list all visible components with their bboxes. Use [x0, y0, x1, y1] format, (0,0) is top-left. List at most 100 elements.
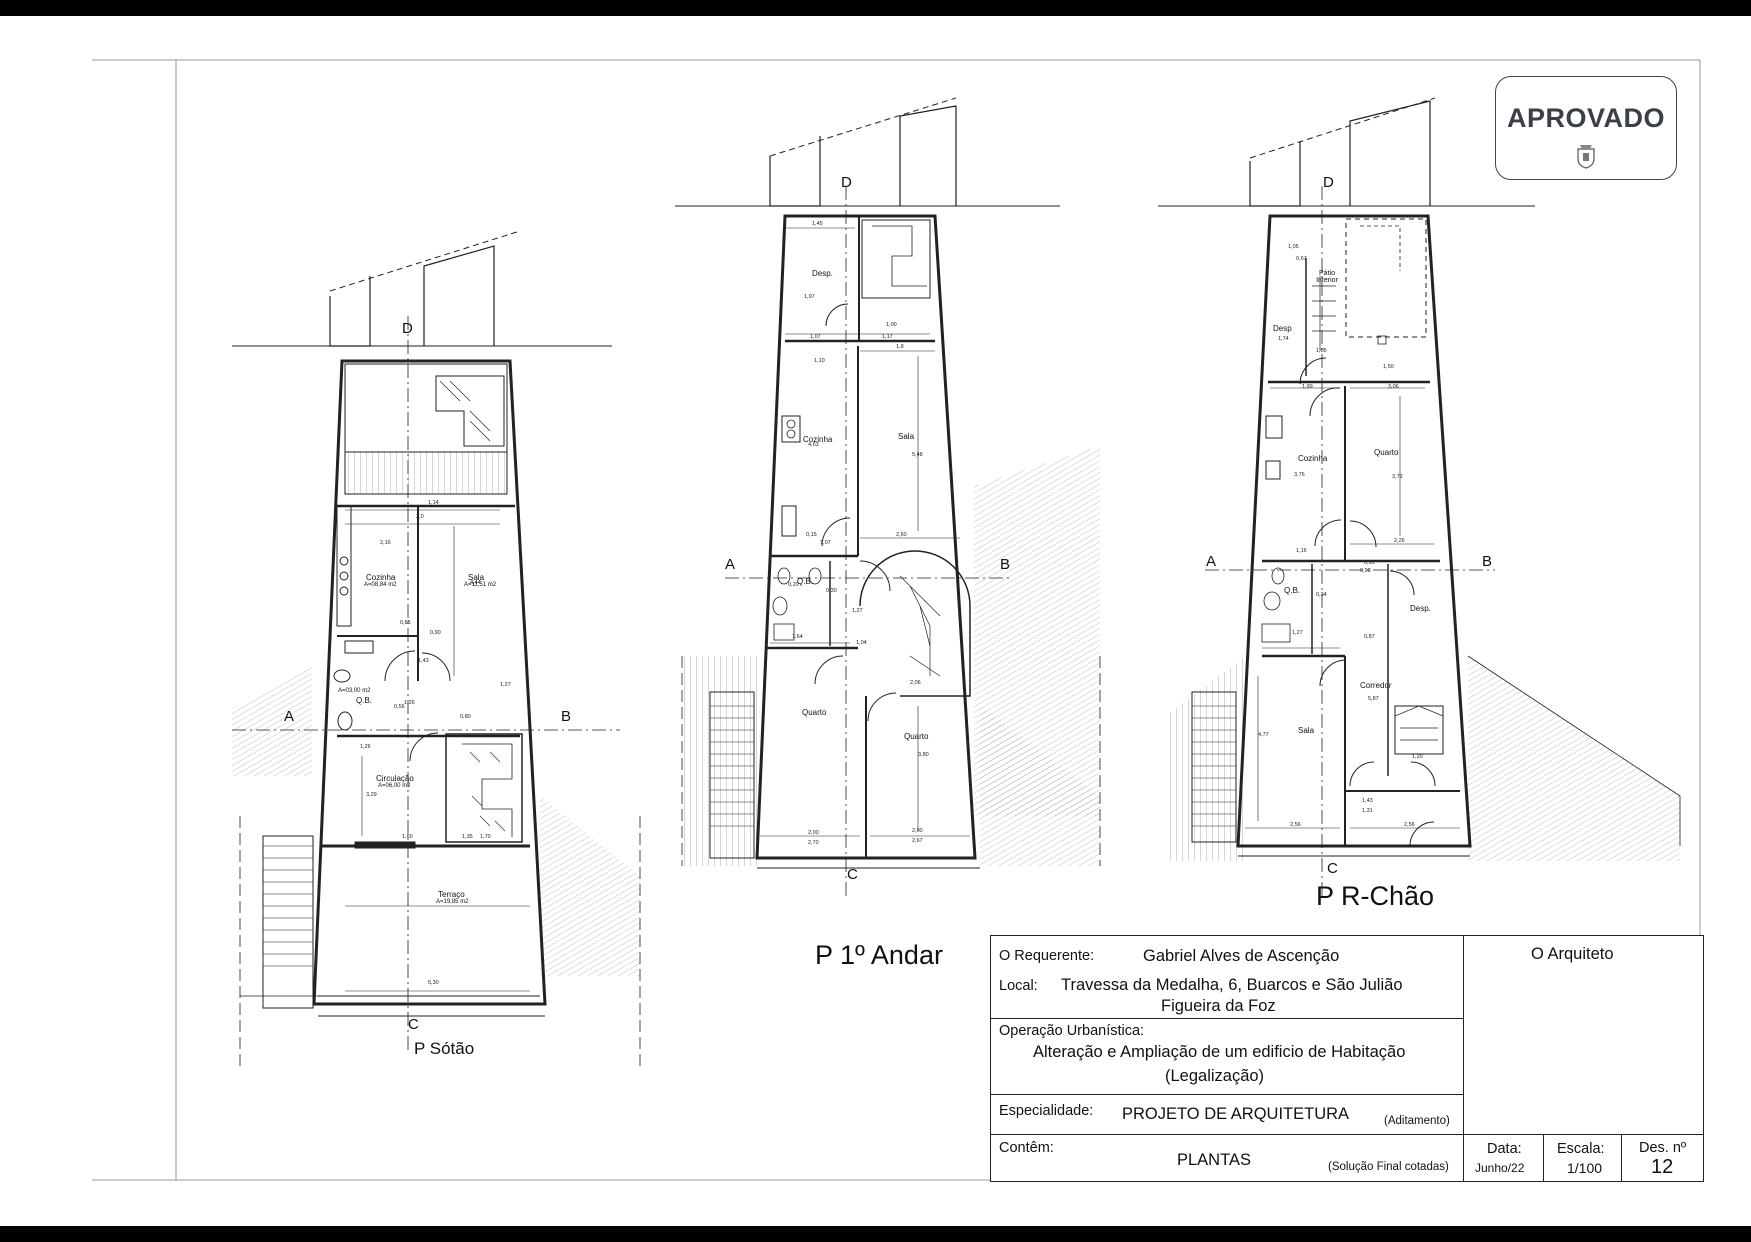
escala-label: Escala:: [1557, 1141, 1605, 1157]
room-label: Quarto: [904, 732, 929, 741]
section-mark-a: A: [725, 556, 736, 573]
dimension-label: 3,76: [1294, 472, 1305, 478]
room-label: Desp: [1273, 324, 1292, 333]
dimension-label: 2,56: [1290, 822, 1301, 828]
operacao-label: Operação Urbanística:: [999, 1023, 1145, 1039]
des-label: Des. nº: [1639, 1140, 1687, 1156]
dimension-label: 3,06: [1388, 384, 1399, 390]
dimension-label: 1,45: [812, 221, 823, 227]
dimension-label: 1,97: [804, 294, 815, 300]
operacao-value-line2: (Legalização): [1165, 1067, 1265, 1085]
room-label: Q.B.: [1284, 586, 1301, 595]
plan-1-andar: [675, 97, 1101, 896]
room-label: Quarto: [802, 708, 827, 717]
plan-r-chao: [1158, 97, 1681, 896]
dimension-label: 1,05: [1316, 348, 1327, 354]
dimension-label: 0,15: [806, 532, 817, 538]
dimension-label: 1,07: [810, 334, 821, 340]
room-label: Sala: [898, 432, 915, 441]
dimension-label: 1,16: [1296, 548, 1307, 554]
plan-title: P Sótão: [414, 1039, 475, 1058]
dimension-label: 1,26: [404, 700, 415, 706]
floor-plans-drawing: 1,143,02,164,440,850,901,431,260,561,270…: [92, 59, 1701, 1181]
dimension-label: 2,06: [910, 680, 921, 686]
dimension-label: 1,26: [360, 744, 371, 750]
section-mark-a: A: [1206, 553, 1217, 570]
local-value-line2: Figueira da Foz: [1161, 997, 1276, 1015]
dimension-label: 0,56: [394, 704, 405, 710]
room-label: Sala: [468, 573, 485, 582]
dimension-label: 1,10: [814, 358, 825, 364]
dimension-label: 4,77: [1258, 732, 1269, 738]
dimension-label: 2,60: [896, 532, 907, 538]
dimension-label: 2,26: [1394, 538, 1405, 544]
arquiteto-label: O Arquiteto: [1531, 945, 1614, 963]
dimension-label: 2,67: [912, 838, 923, 844]
plan-title: P 1º Andar: [815, 940, 943, 970]
dimension-label: 3,80: [918, 752, 929, 758]
data-value: Junho/22: [1475, 1161, 1525, 1175]
requerente-value: Gabriel Alves de Ascenção: [1143, 947, 1340, 965]
section-mark-b: B: [1000, 556, 1011, 573]
dimension-label: 1,60: [402, 834, 413, 840]
dimension-label: 1,8: [896, 344, 904, 350]
contem-value: PLANTAS: [1177, 1151, 1251, 1169]
contem-note: (Solução Final cotadas): [1328, 1161, 1449, 1173]
dimension-label: 1,17: [882, 334, 893, 340]
stamp-text: APROVADO: [1506, 103, 1665, 133]
room-area: A=03,00 m2: [338, 688, 371, 694]
section-mark-d: D: [402, 320, 413, 337]
section-mark-b: B: [1482, 553, 1493, 570]
dimension-label: 0,34: [1316, 592, 1327, 598]
room-area: A=06,00 m2: [378, 783, 411, 789]
dimension-label: 0,80: [460, 714, 471, 720]
plan-sotao: [232, 230, 641, 1066]
dimension-label: 0,98: [1360, 568, 1371, 574]
dimension-label: 0,99: [1364, 560, 1375, 566]
dimension-label: 1,07: [820, 540, 831, 546]
dimension-label: 1,43: [1362, 798, 1373, 804]
dimension-label: 0,85: [400, 620, 411, 626]
dimension-label: 4,63: [808, 442, 819, 448]
dimension-label: 1,14: [428, 500, 439, 506]
contem-label: Contêm:: [999, 1140, 1054, 1156]
section-mark-c: C: [1327, 860, 1338, 877]
operacao-value-line1: Alteração e Ampliação de um edificio de …: [1033, 1043, 1406, 1061]
title-block: O Requerente: Gabriel Alves de Ascenção …: [990, 935, 1704, 1182]
dimension-label: 1,31: [1362, 808, 1373, 814]
section-mark-d: D: [841, 174, 852, 191]
room-area: A=19,85 m2: [436, 899, 469, 905]
dimension-label: 2,00: [808, 830, 819, 836]
especialidade-value: PROJETO DE ARQUITETURA: [1122, 1105, 1350, 1123]
dimension-label: 2,00: [912, 828, 923, 834]
room-label: Q.B.: [797, 577, 814, 586]
section-mark-c: C: [847, 866, 858, 883]
section-mark-a: A: [284, 708, 295, 725]
dimension-label: 5,48: [912, 452, 923, 458]
dimension-label: 0,67: [1296, 256, 1307, 262]
room-area: A=11,51 m2: [464, 582, 497, 588]
local-label: Local:: [999, 978, 1038, 994]
dimension-label: 0,90: [430, 630, 441, 636]
especialidade-label: Especialidade:: [999, 1103, 1094, 1119]
dimension-label: 3,29: [366, 792, 377, 798]
dimension-label: 4,44: [470, 580, 481, 586]
dimension-label: 1,27: [500, 682, 511, 688]
dimension-label: 1,50: [1383, 364, 1394, 370]
requerente-label: O Requerente:: [999, 948, 1095, 964]
dimension-label: 2,70: [808, 840, 819, 846]
room-label: Desp.: [1410, 604, 1431, 613]
section-mark-b: B: [561, 708, 572, 725]
room-label: Desp.: [812, 269, 833, 278]
dimension-label: 0,30: [826, 588, 837, 594]
des-value: 12: [1651, 1156, 1674, 1178]
dimension-label: 1,05: [1288, 244, 1299, 250]
dimension-label: 1,74: [1278, 336, 1289, 342]
dimension-label: 2,16: [380, 540, 391, 546]
room-label: Cozinha: [366, 573, 396, 582]
dimension-label: 1,20: [1412, 754, 1423, 760]
room-label: Cozinha: [1298, 454, 1328, 463]
coat-of-arms-icon: [1577, 145, 1595, 169]
escala-value: 1/100: [1567, 1160, 1603, 1176]
dimension-label: 3,72: [1392, 474, 1403, 480]
